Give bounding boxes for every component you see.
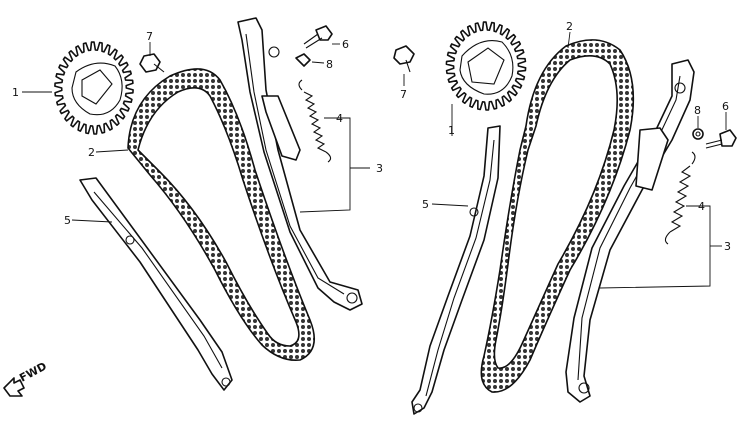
right-assembly: 1 2 3 4 5 6 7 8 xyxy=(393,20,737,415)
right-tensioner-slipper xyxy=(565,59,695,403)
right-bolt-6 xyxy=(705,129,737,149)
right-callout-sprocket: 1 xyxy=(448,124,455,137)
left-cam-sprocket xyxy=(54,41,134,135)
right-cam-chain xyxy=(480,39,635,393)
right-callout-chain: 2 xyxy=(566,20,573,33)
left-cam-chain xyxy=(127,68,316,362)
left-callout-sprocket: 1 xyxy=(12,86,19,99)
right-callout-guide: 5 xyxy=(422,198,429,211)
left-callout-chain: 2 xyxy=(88,146,95,159)
right-bolt-7 xyxy=(393,45,415,73)
fwd-arrow: FWD xyxy=(3,360,49,397)
right-callout-bolt-6: 6 xyxy=(722,100,729,113)
right-tensioner-spring xyxy=(664,151,696,245)
left-callout-spring: 4 xyxy=(336,112,343,125)
left-washer-8 xyxy=(295,53,311,67)
right-chain-guide xyxy=(411,125,501,415)
left-callout-bolt-6: 6 xyxy=(342,38,349,51)
fwd-arrow-icon xyxy=(3,377,25,397)
left-tensioner-spring xyxy=(298,79,332,163)
right-callout-bolt-7: 7 xyxy=(400,88,407,101)
fwd-label: FWD xyxy=(17,360,49,385)
left-callout-tensioner-slipper: 3 xyxy=(376,162,383,175)
left-assembly: 1 2 3 4 5 6 7 8 xyxy=(12,17,383,391)
left-leaders xyxy=(22,42,370,223)
left-bolt-7 xyxy=(139,53,165,73)
left-bolt-6 xyxy=(303,25,333,49)
left-callout-guide: 5 xyxy=(64,214,71,227)
left-callout-washer-8: 8 xyxy=(326,58,333,71)
right-washer-8 xyxy=(692,128,704,140)
right-leaders xyxy=(403,31,727,289)
right-callout-spring: 4 xyxy=(698,200,705,213)
right-callout-tensioner-slipper: 3 xyxy=(724,240,731,253)
left-tensioner-slipper xyxy=(237,17,363,311)
right-cam-sprocket xyxy=(445,21,527,111)
left-chain-guide xyxy=(79,177,233,391)
right-callout-washer-8: 8 xyxy=(694,104,701,117)
left-callout-bolt-7: 7 xyxy=(146,30,153,43)
